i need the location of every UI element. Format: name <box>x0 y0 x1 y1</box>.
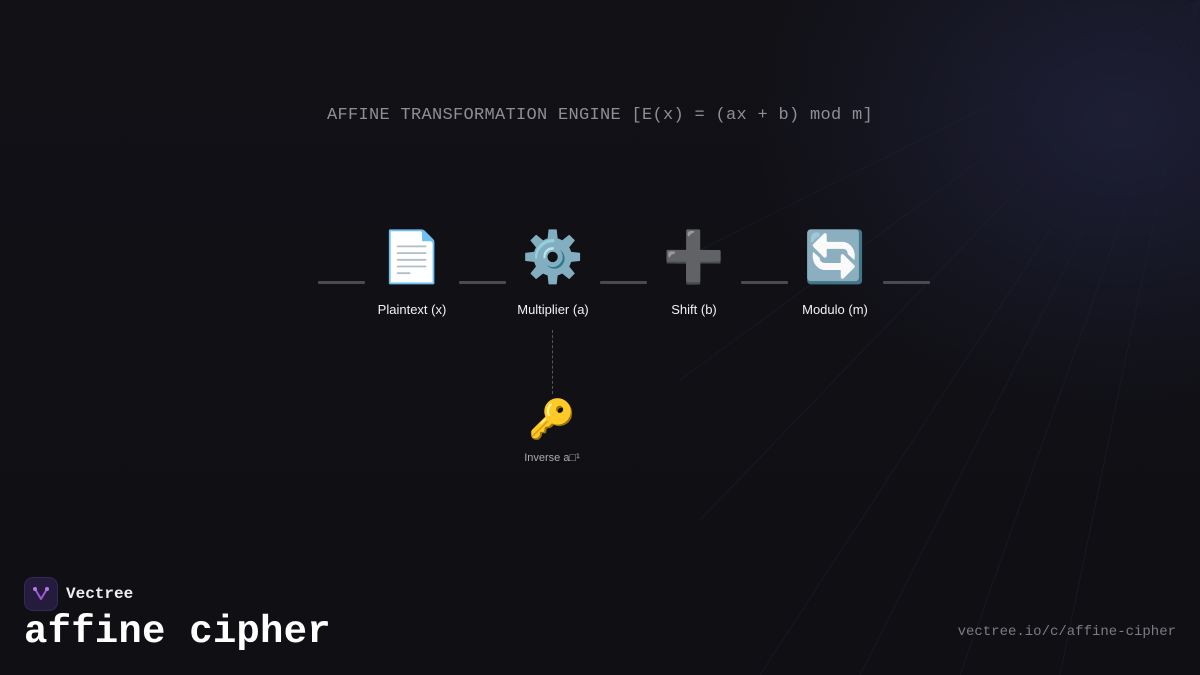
connector-line <box>741 281 788 284</box>
dashed-branch-line <box>552 330 553 394</box>
node-modulo: 🔄 Modulo (m) <box>765 226 905 317</box>
cycle-arrows-icon: 🔄 <box>803 228 867 286</box>
node-label: Modulo (m) <box>802 302 868 317</box>
node-label: Multiplier (a) <box>517 302 589 317</box>
vectree-logo-icon <box>24 577 58 611</box>
connector-line <box>318 281 365 284</box>
document-icon: 📄 <box>380 228 444 286</box>
engine-subtitle: AFFINE TRANSFORMATION ENGINE [E(x) = (ax… <box>326 106 874 125</box>
node-shift: ➕ Shift (b) <box>624 226 764 317</box>
connector-line <box>459 281 506 284</box>
node-label: Plaintext (x) <box>377 302 447 317</box>
connector-line <box>600 281 647 284</box>
node-plaintext: 📄 Plaintext (x) <box>342 226 482 317</box>
gear-icon: ⚙️ <box>521 228 585 286</box>
node-inverse: 🔑 Inverse a□¹ <box>492 396 612 464</box>
plus-icon: ➕ <box>662 228 726 286</box>
brand: Vectree <box>24 577 133 611</box>
brand-name: Vectree <box>66 585 134 603</box>
connector-line <box>883 281 930 284</box>
page-title: affine cipher <box>24 610 331 654</box>
inverse-label: Inverse a□¹ <box>524 452 580 464</box>
node-multiplier: ⚙️ Multiplier (a) <box>483 226 623 317</box>
node-label: Shift (b) <box>671 302 717 317</box>
source-url: vectree.io/c/affine-cipher <box>957 624 1176 640</box>
key-icon: 🔑 <box>528 397 576 441</box>
